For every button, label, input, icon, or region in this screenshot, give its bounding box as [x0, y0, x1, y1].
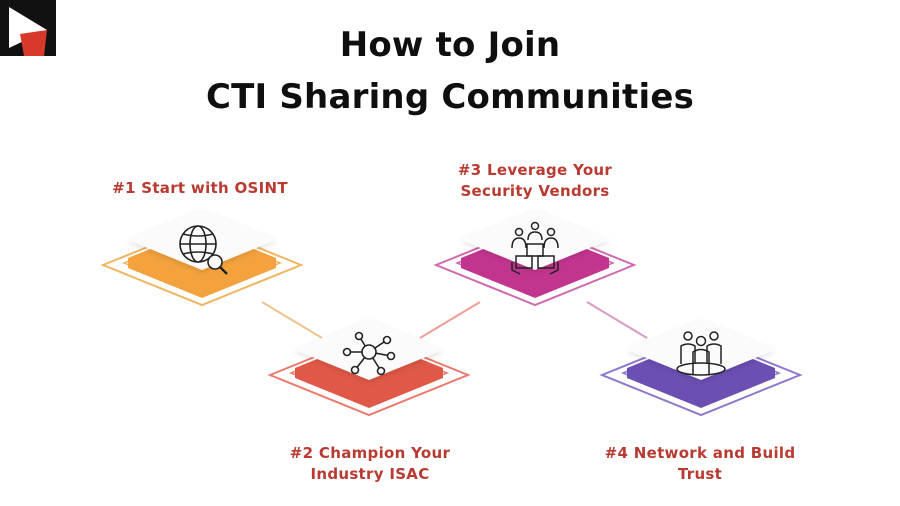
logo-red-shape: [20, 30, 47, 56]
step-1-label-text: #1 Start with OSINT: [112, 179, 288, 197]
play-arrow-logo-icon: [9, 7, 47, 48]
step-1-tile: [100, 210, 304, 307]
step-2-label: #2 Champion Your Industry ISAC: [270, 443, 470, 485]
step-3-label: #3 Leverage Your Security Vendors: [435, 160, 635, 202]
step-3-label-line-2: Security Vendors: [460, 182, 610, 200]
step-2-label-line-1: #2 Champion Your: [289, 444, 451, 462]
step-4-label-line-2: Trust: [677, 465, 723, 483]
connector-2-3: [419, 301, 481, 339]
connector-1-2: [261, 301, 323, 339]
step-4-label-line-1: #4 Network and Build: [604, 444, 796, 462]
people-cubes-icon: [511, 221, 559, 275]
connector-3-4: [586, 301, 648, 339]
group-people-icon: [676, 331, 726, 376]
step-2-label-line-2: Industry ISAC: [310, 465, 430, 483]
step-4-tile: [599, 320, 803, 417]
step-1-face: [128, 210, 276, 270]
page-title-line-2: CTI Sharing Communities: [205, 77, 695, 117]
logo: [0, 0, 56, 56]
network-hub-icon: [342, 331, 396, 376]
step-1-label: #1 Start with OSINT: [100, 178, 300, 199]
step-3-label-line-1: #3 Leverage Your: [457, 161, 613, 179]
step-4-label: #4 Network and Build Trust: [595, 443, 805, 485]
step-3-tile: [433, 210, 637, 307]
page-title-line-1: How to Join: [339, 25, 561, 65]
step-3-face: [461, 210, 609, 270]
globe-search-icon: [179, 225, 228, 275]
step-2-tile: [267, 320, 471, 417]
